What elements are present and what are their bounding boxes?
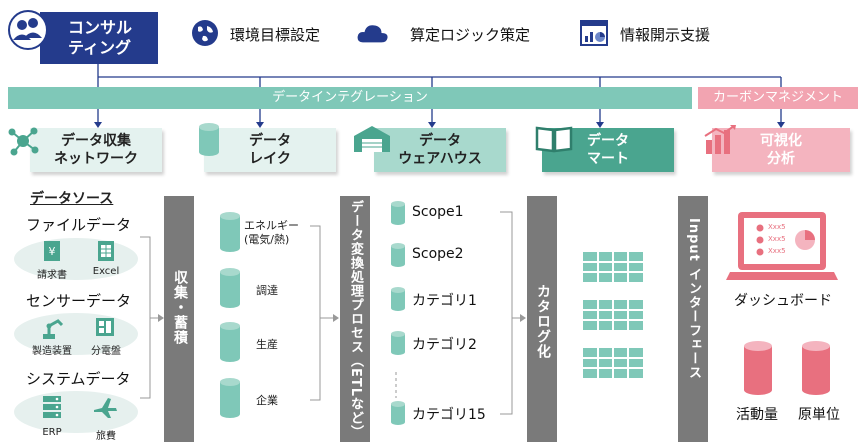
laptop-icon bbox=[726, 212, 838, 280]
factor-db-icon bbox=[802, 341, 830, 395]
catalog-table-3 bbox=[583, 348, 643, 378]
cloud-icon bbox=[357, 25, 388, 43]
lake-item-company: 企業 bbox=[256, 394, 278, 407]
machine-label: 製造装置 bbox=[32, 346, 72, 357]
people-icon bbox=[8, 10, 48, 50]
consulting-line-2: ティング bbox=[68, 38, 132, 57]
growth-chart-icon bbox=[704, 125, 736, 154]
collect-column-label: 収集・蓄積 bbox=[172, 270, 188, 345]
wh-item-cat2: カテゴリ2 bbox=[412, 337, 477, 353]
integration-band: データインテグレーション bbox=[8, 87, 692, 109]
input-column: Input インターフェース bbox=[678, 196, 708, 442]
stage-viz-line-1: 可視化 bbox=[760, 133, 802, 149]
lake-cylinder-4 bbox=[220, 378, 240, 418]
dashboard-label: ダッシュボード bbox=[734, 293, 832, 309]
lake-cylinder-1 bbox=[220, 212, 240, 252]
screen-row-3: Xxx5 bbox=[768, 247, 786, 255]
stage-collection: データ収集 ネットワーク bbox=[30, 128, 162, 172]
catalog-table-1 bbox=[583, 252, 643, 282]
lake-item-procurement: 調達 bbox=[256, 284, 278, 297]
stage-collection-line-1: データ収集 bbox=[61, 133, 131, 149]
input-column-label: Input インターフェース bbox=[686, 218, 701, 380]
wh-cylinder-3 bbox=[391, 287, 405, 311]
screen-row-1: Xxx5 bbox=[768, 223, 786, 231]
robot-arm-icon bbox=[43, 319, 64, 339]
factor-label: 原単位 bbox=[798, 407, 840, 423]
airplane-icon bbox=[94, 398, 117, 418]
screen-row-2: Xxx5 bbox=[768, 235, 786, 243]
stage-mart-line-1: データ bbox=[587, 133, 629, 149]
etl-column: データ変換処理プロセス（ETLなど） bbox=[340, 196, 370, 442]
wh-cylinder-1 bbox=[391, 201, 405, 225]
book-icon bbox=[535, 126, 573, 153]
stage-warehouse: データ ウェアハウス bbox=[374, 128, 506, 172]
consulting-box: コンサル ティング bbox=[40, 12, 158, 64]
stage-lake-line-1: データ bbox=[249, 133, 291, 149]
lake-cylinder-3 bbox=[220, 322, 240, 362]
collect-column: 収集・蓄積 bbox=[164, 196, 194, 442]
wh-cylinder-5 bbox=[391, 401, 405, 425]
wh-item-cat15: カテゴリ15 bbox=[412, 407, 486, 423]
etl-column-label: データ変換処理プロセス（ETLなど） bbox=[348, 200, 363, 440]
database-icon bbox=[199, 123, 219, 156]
globe-icon bbox=[192, 20, 218, 46]
stage-lake: データ レイク bbox=[204, 128, 336, 172]
carbon-band: カーボンマネジメント bbox=[698, 87, 858, 109]
stage-viz-line-2: 分析 bbox=[767, 151, 795, 167]
source-system-label: システムデータ bbox=[26, 370, 131, 388]
excel-icon bbox=[98, 241, 114, 261]
sources-title: データソース bbox=[30, 191, 114, 207]
activity-label: 活動量 bbox=[736, 407, 778, 423]
switchboard-icon bbox=[96, 318, 114, 336]
wh-item-scope2: Scope2 bbox=[412, 246, 464, 262]
stage-mart-line-2: マート bbox=[587, 151, 629, 167]
invoice-label: 請求書 bbox=[37, 270, 67, 281]
stage-viz: 可視化 分析 bbox=[712, 128, 850, 172]
top-item-env: 環境目標設定 bbox=[230, 26, 321, 44]
stage-warehouse-line-1: データ bbox=[419, 133, 461, 149]
network-icon bbox=[8, 127, 39, 156]
activity-db-icon bbox=[744, 341, 772, 395]
switchboard-label: 分電盤 bbox=[91, 346, 121, 357]
top-item-disclosure: 情報開示支援 bbox=[620, 26, 711, 44]
catalog-table-2 bbox=[583, 300, 643, 330]
server-icon bbox=[43, 396, 61, 418]
lake-item-production: 生産 bbox=[256, 338, 278, 351]
wh-item-scope1: Scope1 bbox=[412, 204, 464, 220]
stage-collection-line-2: ネットワーク bbox=[54, 151, 138, 167]
top-item-logic: 算定ロジック策定 bbox=[410, 26, 531, 44]
catalog-column-label: カタログ化 bbox=[535, 284, 551, 359]
source-sensor-label: センサーデータ bbox=[26, 292, 132, 310]
invoice-icon: ¥ bbox=[44, 241, 60, 261]
wh-item-cat1: カテゴリ1 bbox=[412, 293, 477, 309]
stage-lake-line-2: レイク bbox=[249, 151, 291, 167]
wh-cylinder-4 bbox=[391, 331, 405, 355]
source-file-bg bbox=[14, 238, 138, 280]
excel-label: Excel bbox=[92, 266, 120, 277]
consulting-line-1: コンサル bbox=[68, 18, 133, 37]
lake-item-energy: エネルギー (電気/熱) bbox=[244, 219, 299, 246]
source-sensor-bg bbox=[14, 313, 138, 355]
travel-label: 旅費 bbox=[96, 431, 116, 442]
svg-text:¥: ¥ bbox=[49, 245, 56, 258]
report-chart-icon bbox=[580, 20, 608, 46]
erp-label: ERP bbox=[42, 427, 62, 438]
warehouse-icon bbox=[354, 126, 390, 152]
source-system-bg bbox=[14, 391, 138, 433]
source-file-label: ファイルデータ bbox=[26, 216, 132, 234]
catalog-column: カタログ化 bbox=[527, 196, 557, 442]
wh-cylinder-2 bbox=[391, 243, 405, 267]
stage-warehouse-line-2: ウェアハウス bbox=[398, 151, 482, 167]
lake-cylinder-2 bbox=[220, 268, 240, 308]
